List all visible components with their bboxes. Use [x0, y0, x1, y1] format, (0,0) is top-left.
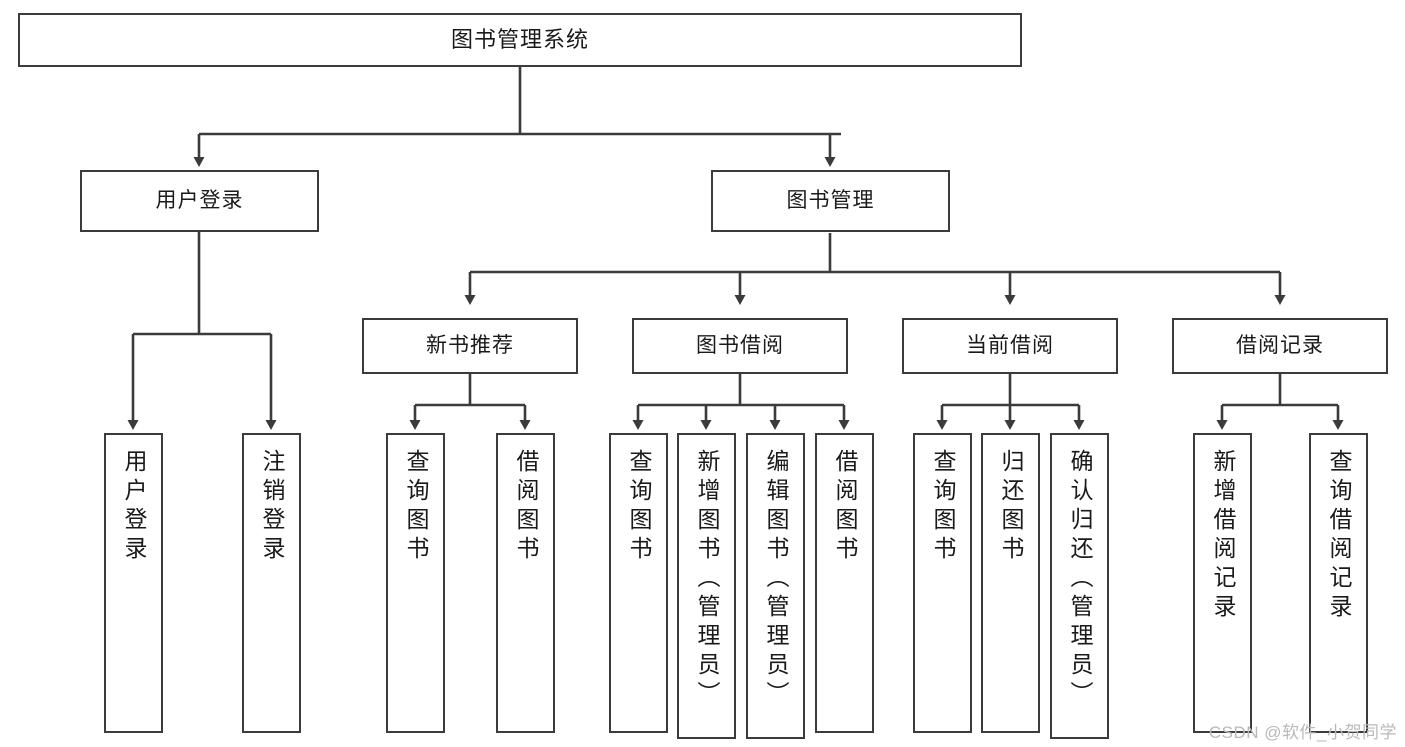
- node-label: 用户登录: [155, 188, 244, 212]
- leaf-new-book-query-books[interactable]: 查询图书: [386, 433, 445, 733]
- leaf-user-login-logout[interactable]: 注销登录: [242, 433, 301, 733]
- node-label: 查询图书: [626, 449, 652, 565]
- node-label: 新增图书（管理员）: [694, 449, 720, 710]
- node-label: 图书管理: [786, 188, 875, 212]
- leaf-book-borrow-query-books[interactable]: 查询图书: [609, 433, 668, 733]
- leaf-record-add-borrow-record[interactable]: 新增借阅记录: [1193, 433, 1252, 733]
- node-borrowing-records[interactable]: 借阅记录: [1172, 318, 1388, 374]
- leaf-book-borrow-borrow-books[interactable]: 借阅图书: [815, 433, 874, 733]
- node-label: 新增借阅记录: [1210, 449, 1236, 623]
- node-label: 借阅图书: [513, 449, 539, 565]
- node-label: 新书推荐: [426, 333, 514, 357]
- node-label: 查询图书: [930, 449, 956, 565]
- leaf-new-book-borrow-books[interactable]: 借阅图书: [496, 433, 555, 733]
- node-label: 编辑图书（管理员）: [763, 449, 789, 710]
- leaf-book-borrow-edit-book-admin[interactable]: 编辑图书（管理员）: [746, 433, 805, 739]
- node-book-management[interactable]: 图书管理: [711, 170, 950, 232]
- leaf-current-borrow-query-books[interactable]: 查询图书: [913, 433, 972, 733]
- node-label: 当前借阅: [966, 333, 1054, 357]
- leaf-book-borrow-add-book-admin[interactable]: 新增图书（管理员）: [677, 433, 736, 739]
- node-user-login[interactable]: 用户登录: [80, 170, 319, 232]
- node-new-book-recommendation[interactable]: 新书推荐: [362, 318, 578, 374]
- node-label: 查询图书: [403, 449, 429, 565]
- leaf-current-borrow-confirm-return-admin[interactable]: 确认归还（管理员）: [1050, 433, 1109, 739]
- node-label: 注销登录: [259, 449, 285, 565]
- node-label: 借阅图书: [832, 449, 858, 565]
- csdn-watermark: CSDN @软件_小贺同学: [1208, 723, 1397, 742]
- leaf-current-borrow-return-books[interactable]: 归还图书: [981, 433, 1040, 733]
- node-label: 借阅记录: [1236, 333, 1324, 357]
- node-label: 图书借阅: [696, 333, 784, 357]
- leaf-user-login-login[interactable]: 用户登录: [104, 433, 163, 733]
- node-book-borrowing[interactable]: 图书借阅: [632, 318, 848, 374]
- node-current-borrowing[interactable]: 当前借阅: [902, 318, 1118, 374]
- leaf-record-query-borrow-record[interactable]: 查询借阅记录: [1309, 433, 1368, 733]
- node-label: 归还图书: [998, 449, 1024, 565]
- node-label: 用户登录: [121, 449, 147, 565]
- node-root-book-management-system[interactable]: 图书管理系统: [18, 13, 1022, 67]
- node-label: 确认归还（管理员）: [1067, 449, 1093, 710]
- node-label: 图书管理系统: [450, 27, 589, 53]
- node-label: 查询借阅记录: [1326, 449, 1352, 623]
